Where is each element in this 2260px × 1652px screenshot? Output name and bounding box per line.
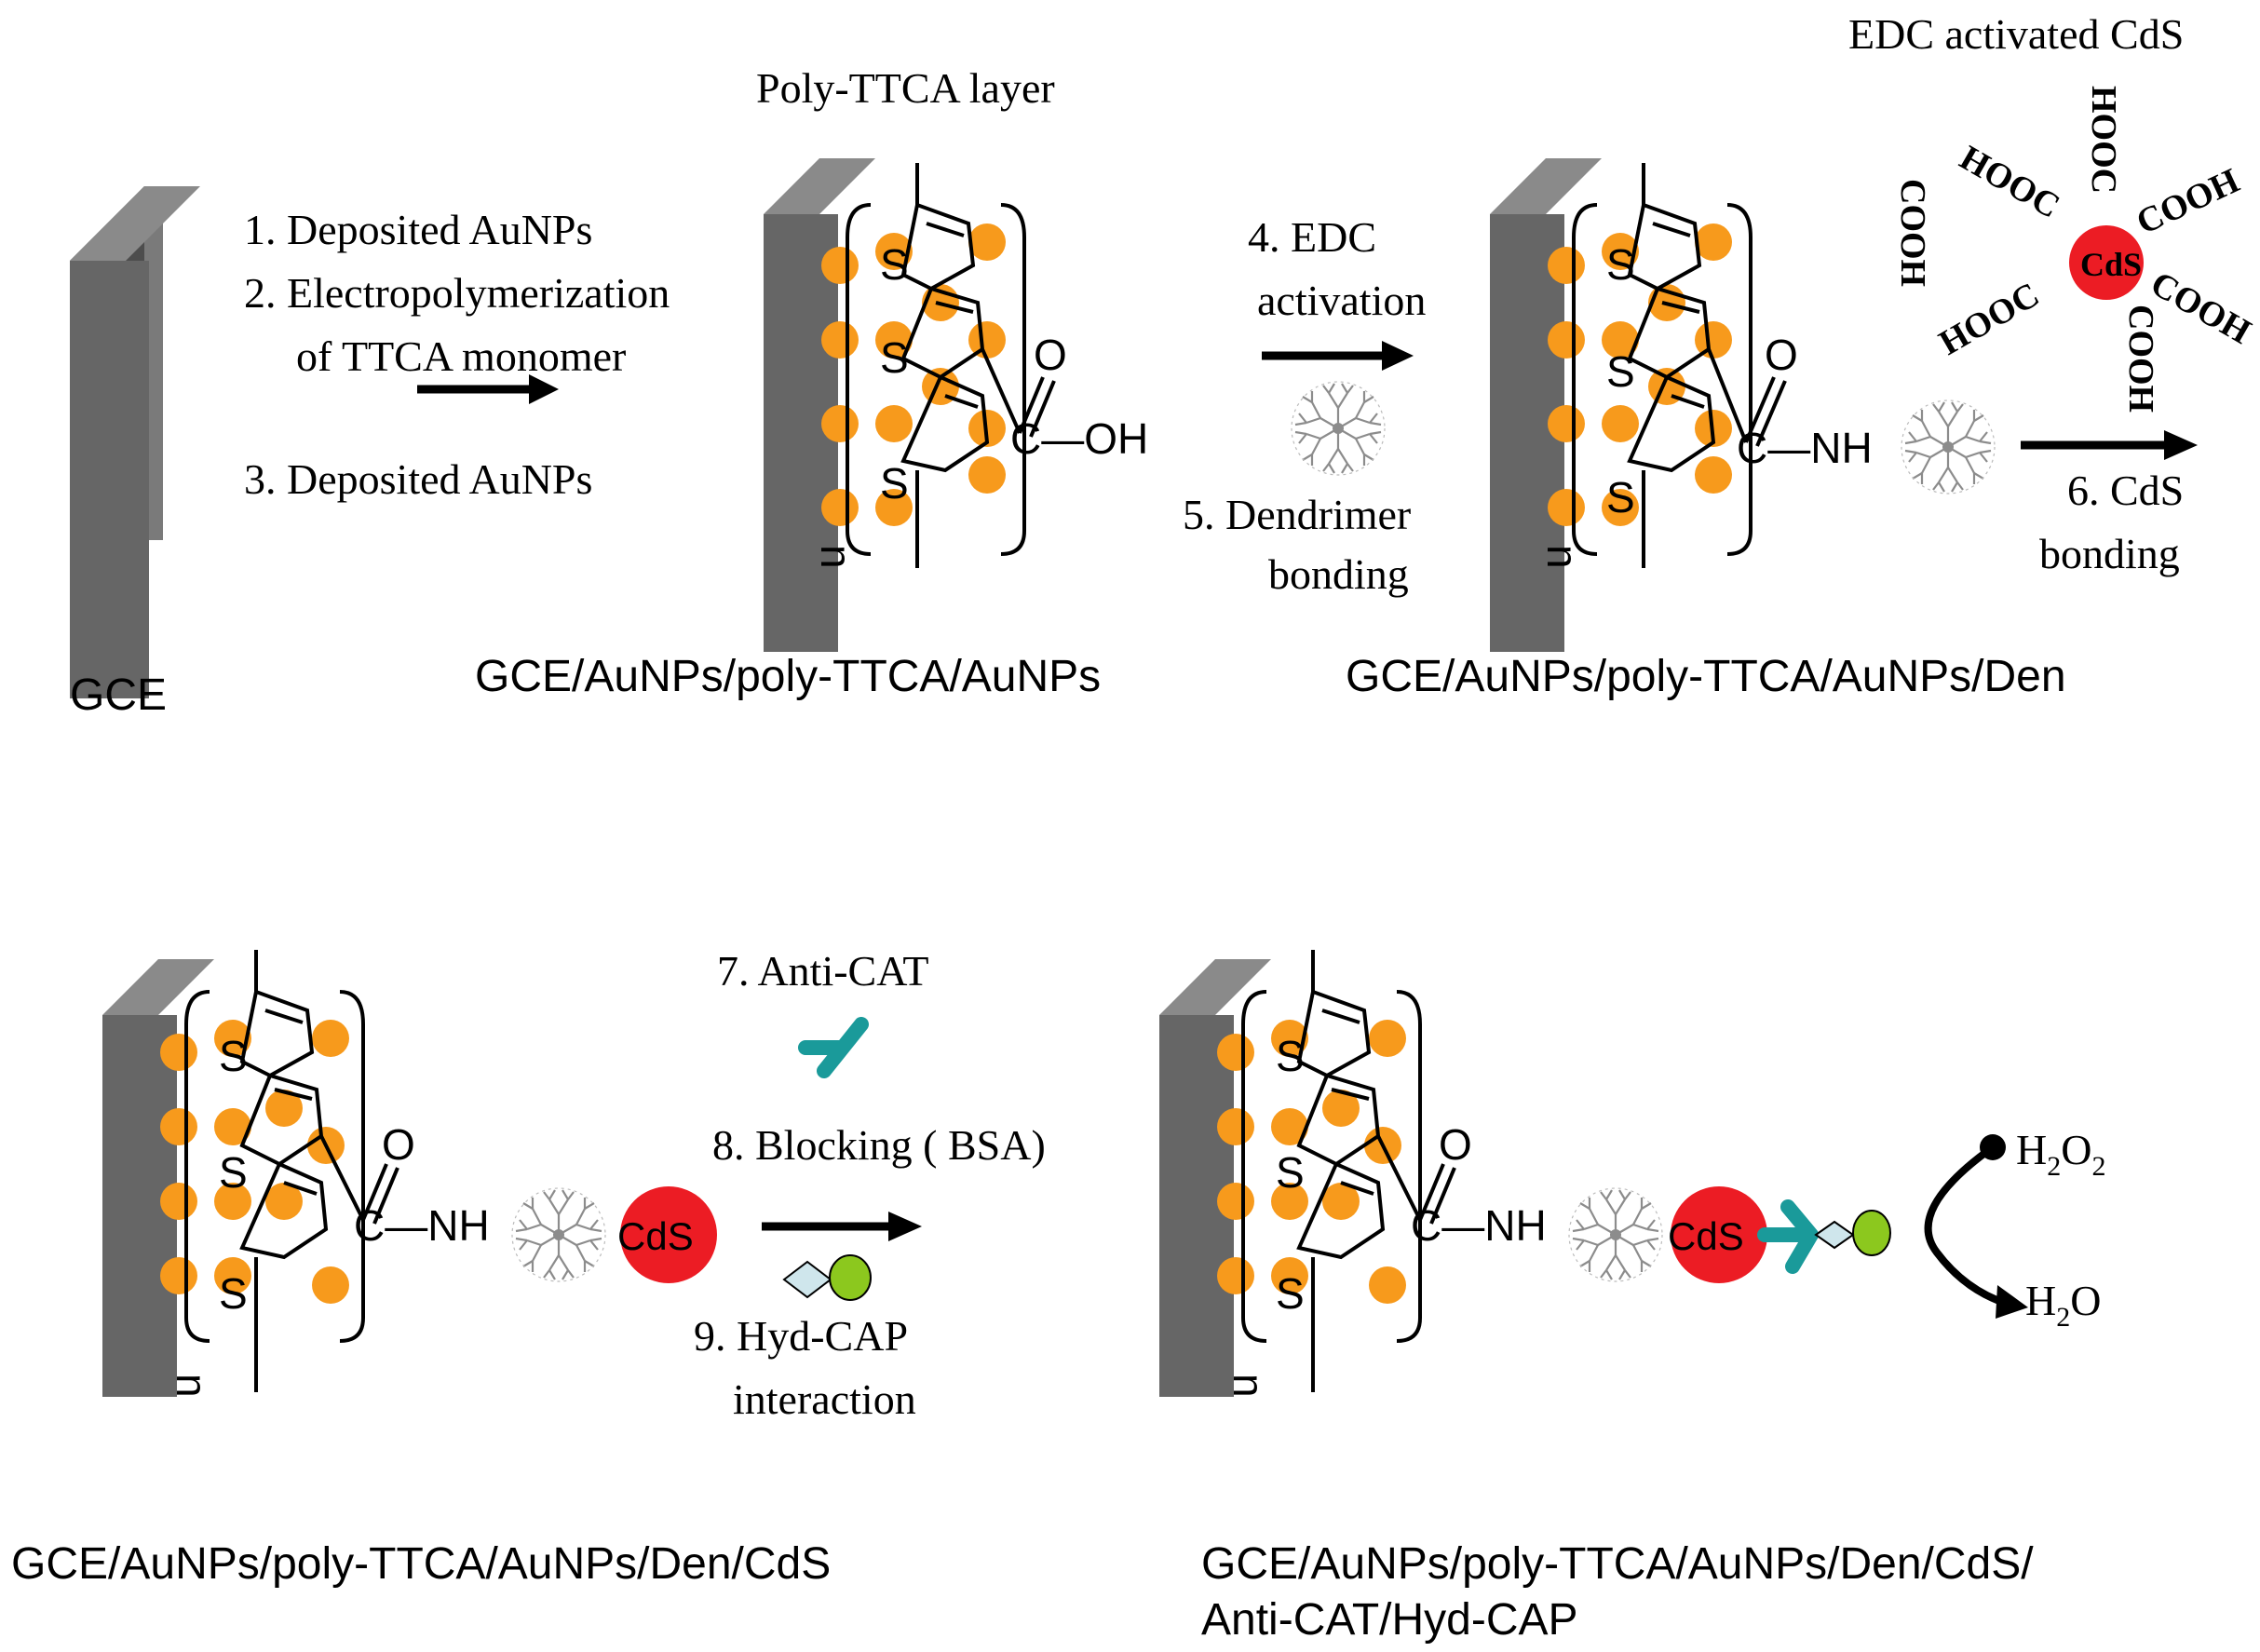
svg-text:n: n — [812, 545, 860, 569]
step-4-label-cont: activation — [1257, 277, 1426, 324]
svg-text:COOH: COOH — [1893, 179, 1932, 287]
h2o-label: H2O — [2025, 1277, 2101, 1333]
bound-antibody — [1757, 1199, 1819, 1274]
step-9-label: 9. Hyd-CAP — [694, 1312, 908, 1360]
svg-text:S: S — [1606, 240, 1635, 289]
svg-text:HOOC: HOOC — [1954, 138, 2067, 225]
svg-text:HOOC: HOOC — [2084, 86, 2123, 194]
svg-text:n: n — [168, 1374, 216, 1398]
arrow-steps-7-9-head — [888, 1212, 922, 1241]
arrow-steps-1-3-head — [529, 374, 559, 404]
step-1-label: 1. Deposited AuNPs — [244, 206, 592, 253]
caption-structure-1: GCE/AuNPs/poly-TTCA/AuNPs — [475, 652, 1101, 701]
svg-text:S: S — [1276, 1032, 1305, 1080]
catalysis-arrow — [1924, 1134, 2028, 1319]
step-6-label: 6. CdS — [2067, 467, 2184, 514]
step-3-label: 3. Deposited AuNPs — [244, 455, 592, 503]
svg-text:HOOC: HOOC — [1933, 275, 2047, 362]
poly-ttca-layer-label: Poly-TTCA layer — [756, 64, 1055, 112]
dendrimer-icon — [1290, 380, 1387, 477]
caption-structure-2: GCE/AuNPs/poly-TTCA/AuNPs/Den — [1346, 652, 2066, 701]
step-5-label: 5. Dendrimer — [1183, 491, 1411, 538]
poly-ttca-structure-1: S S S n O C—OH — [812, 163, 1148, 569]
step-6-label-cont: bonding — [2039, 530, 2180, 577]
svg-text:O: O — [382, 1120, 415, 1169]
step-2-label-cont: of TTCA monomer — [296, 332, 626, 380]
step-7-label: 7. Anti-CAT — [717, 947, 928, 995]
step-2-label: 2. Electropolymerization — [244, 269, 670, 317]
step-5-label-cont: bonding — [1268, 550, 1409, 598]
svg-text:S: S — [219, 1148, 248, 1197]
dendrimer-3 — [510, 1186, 607, 1283]
svg-text:S: S — [880, 459, 909, 508]
hyd-cap-icon — [782, 1254, 872, 1301]
svg-text:C—OH: C—OH — [1010, 414, 1148, 463]
caption-structure-4-cont: Anti-CAT/Hyd-CAP — [1201, 1595, 1578, 1645]
electrode-2 — [1490, 158, 1602, 652]
h2o2-label: H2O2 — [2016, 1126, 2105, 1182]
poly-ttca-structure-2: S S S n O C—NH — [1538, 163, 1873, 569]
caption-structure-4: GCE/AuNPs/poly-TTCA/AuNPs/Den/CdS/ — [1201, 1539, 2034, 1589]
step-4-label: 4. EDC — [1248, 213, 1376, 261]
electrode-4 — [1159, 959, 1271, 1397]
svg-text:S: S — [219, 1269, 248, 1318]
electrode-3 — [102, 959, 214, 1397]
svg-text:S: S — [880, 333, 909, 382]
antibody-icon — [798, 1017, 869, 1078]
poly-ttca-structure-3: S S S n O C—NH — [160, 950, 490, 1398]
gce-electrode — [70, 186, 200, 698]
svg-text:S: S — [1606, 473, 1635, 521]
bound-hyd-cap — [1814, 1210, 1891, 1256]
caption-gce: GCE — [70, 670, 167, 720]
svg-text:n: n — [1225, 1374, 1273, 1398]
svg-text:O: O — [1765, 331, 1798, 379]
step-8-label: 8. Blocking ( BSA) — [712, 1121, 1046, 1169]
arrow-step-6-head — [2164, 430, 2198, 460]
svg-text:C—NH: C—NH — [1737, 424, 1873, 472]
svg-text:CdS: CdS — [1668, 1214, 1744, 1258]
svg-text:S: S — [880, 240, 909, 289]
arrow-steps-4-5-head — [1382, 341, 1414, 371]
svg-text:COOH: COOH — [2131, 161, 2245, 242]
svg-text:CdS: CdS — [2080, 246, 2142, 283]
dendrimer-2 — [1900, 399, 1996, 495]
svg-text:S: S — [1276, 1269, 1305, 1318]
edc-activated-cds: CdS COOH HOOC COOH COOH HOOC HOOC COOH — [1893, 86, 2257, 413]
caption-structure-3: GCE/AuNPs/poly-TTCA/AuNPs/Den/CdS — [11, 1539, 831, 1589]
svg-text:S: S — [1606, 347, 1635, 396]
electrode-1 — [764, 158, 875, 652]
cds-nanoparticle-3: CdS — [617, 1186, 717, 1283]
svg-text:S: S — [219, 1032, 248, 1080]
edc-cds-label: EDC activated CdS — [1848, 10, 2184, 58]
svg-text:S: S — [1276, 1148, 1305, 1197]
svg-text:COOH: COOH — [2121, 305, 2160, 413]
poly-ttca-structure-4: S S S n O C—NH — [1217, 950, 1547, 1398]
svg-text:n: n — [1538, 545, 1587, 569]
cds-nanoparticle-4: CdS — [1668, 1186, 1767, 1283]
step-9-label-cont: interaction — [733, 1375, 916, 1423]
svg-text:C—NH: C—NH — [354, 1201, 490, 1250]
svg-text:CdS: CdS — [617, 1214, 694, 1258]
svg-text:O: O — [1439, 1120, 1472, 1169]
svg-text:O: O — [1034, 331, 1067, 379]
dendrimer-4 — [1567, 1186, 1664, 1283]
svg-text:C—NH: C—NH — [1411, 1201, 1547, 1250]
